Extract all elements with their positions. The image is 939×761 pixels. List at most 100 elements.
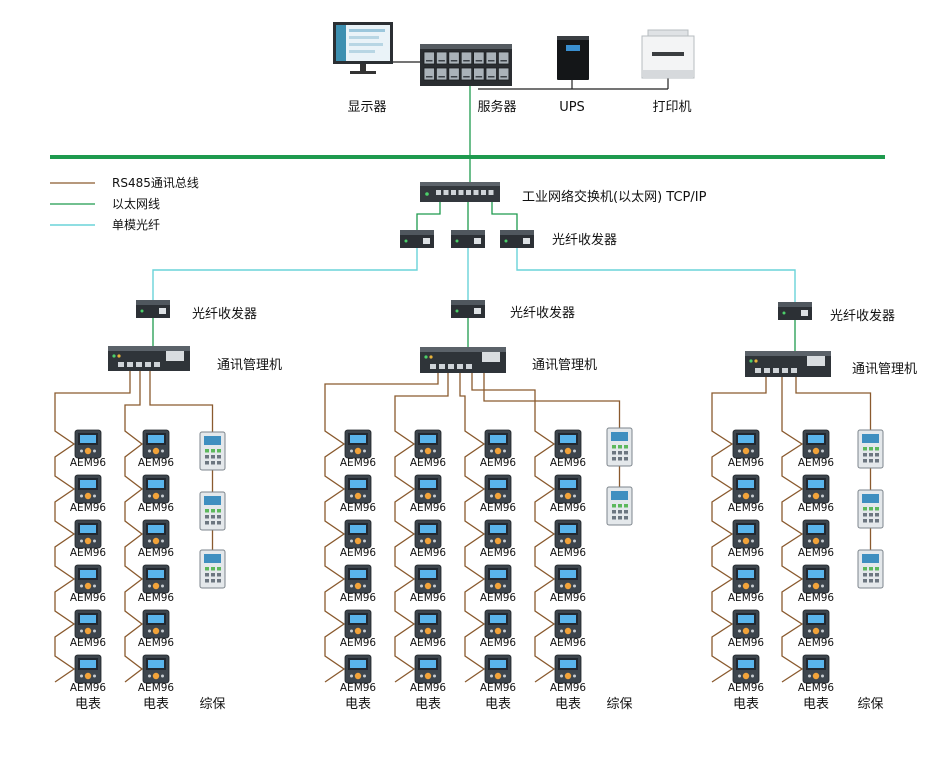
meter-model-label: AEM96 [550,637,587,649]
meter-model-label: AEM96 [138,592,175,604]
relay-key [205,449,209,453]
meter-model-label: AEM96 [340,457,377,469]
server-drive-bay [497,51,510,65]
meter-model-label: AEM96 [550,682,587,694]
transceiver-port [801,310,808,316]
rs485-relay-feeder [795,377,872,430]
relay-key [612,457,616,461]
relay-key [618,504,622,508]
meter-button [80,674,83,678]
meter-button [148,674,151,678]
meter-screen [808,660,824,668]
meter-model-label: AEM96 [798,637,835,649]
server-drive-handle [475,60,483,62]
meter-button [742,672,750,680]
manager-port [755,368,761,373]
meter-button [808,674,811,678]
meter-button [564,672,572,680]
meter-button [742,627,750,635]
legend-rs485-label: RS485通讯总线 [112,176,199,190]
meter-button [808,539,811,543]
meter-model-label: AEM96 [798,682,835,694]
meter-button [494,537,502,545]
meter-button [354,447,362,455]
meter-model-label: AEM96 [340,502,377,514]
relay-key [211,449,215,453]
relay-key [863,453,867,457]
meter-button [84,447,92,455]
meter-screen [560,660,576,668]
transceiver-led [140,309,144,313]
rs485-bus-line [471,373,556,683]
comm-manager-icon [420,347,506,373]
relay-key [618,510,622,514]
legend-fiber-label: 单模光纤 [112,218,160,232]
transceiver-top [500,230,534,235]
meter-screen [350,435,366,443]
ups-display [566,45,580,51]
meter-button [742,492,750,500]
aem96-meter-icon [74,474,102,504]
relay-key [863,459,867,463]
relay-key [863,567,867,571]
protection-relay-icon [857,429,884,469]
manager-led [429,355,433,359]
aem96-meter-icon [74,519,102,549]
meter-button [350,449,353,453]
aem96-meter-icon [554,519,582,549]
aem96-meter-icon [554,474,582,504]
meter-model-label: AEM96 [798,592,835,604]
relay-key [624,457,628,461]
relay-column-footer: 综保 [199,697,225,712]
meter-button [494,627,502,635]
ups-body [557,36,589,80]
switch-port [451,190,456,195]
meter-screen [560,435,576,443]
meter-model-label: AEM96 [550,502,587,514]
server-drive-handle [488,60,495,62]
transceiver-port [474,308,481,314]
transceiver-led [404,239,408,243]
relay-key [863,507,867,511]
fiber-left [152,248,418,300]
meter-button [80,494,83,498]
relay-screen [611,491,628,500]
manager-panel [166,351,184,361]
meter-model-label: AEM96 [480,637,517,649]
comm-manager-icon [745,351,831,377]
meter-screen [420,525,436,533]
rs485-bus-line [711,377,767,683]
switch-port [488,190,494,195]
monitor-icon [333,22,393,74]
meter-model-label: AEM96 [550,457,587,469]
manager-port [145,362,151,367]
network-switch-icon [420,182,500,202]
manager-led [424,355,428,359]
meter-button [812,582,820,590]
meter-button [152,447,160,455]
server-drive-bay [473,67,485,81]
meter-button [503,449,506,453]
meter-screen [80,525,96,533]
switch-port [481,190,486,195]
meter-button [812,672,820,680]
transceiver-top [778,302,812,307]
switch-port [466,190,471,195]
relay-key [205,515,209,519]
meter-model-label: AEM96 [480,457,517,469]
meter-screen [420,660,436,668]
meter-screen [490,435,506,443]
relay-screen [862,494,879,503]
meter-button [363,539,366,543]
meter-model-label: AEM96 [410,502,447,514]
manager-led [117,354,121,358]
meter-screen [148,570,164,578]
core-transceiver-label: 光纤收发器 [552,232,617,248]
meter-button [148,629,151,633]
aem96-meter-icon [802,474,830,504]
relay-key [211,579,215,583]
meter-button [821,494,824,498]
relay-key [618,516,622,520]
relay-key [217,515,221,519]
